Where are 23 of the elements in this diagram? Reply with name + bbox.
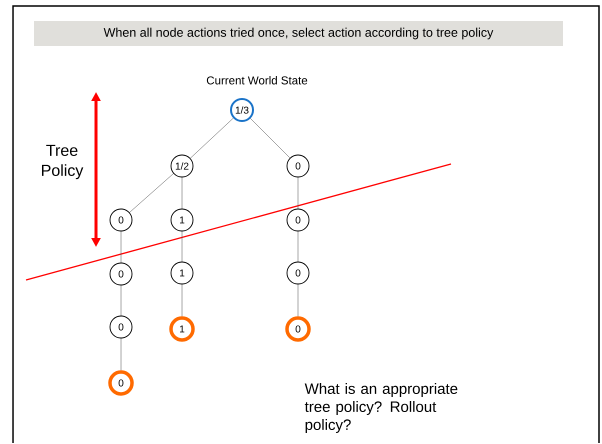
question-text: What is an appropriate tree policy? Rollout policy? [304,383,458,433]
tree-node: 0 [285,316,311,342]
node-caption: Current World State [206,76,308,84]
tree-node: 0 [110,262,132,286]
tree-node: 1 [169,316,195,342]
tree-edge [120,231,122,263]
tree-node: 0 [286,262,310,284]
tree-edge [120,338,122,370]
tree-edge [120,285,122,316]
tree-node: 0 [110,208,132,232]
tree-node: 0 [108,370,134,396]
tree-edge [250,118,290,158]
title-banner: When all node actions tried once, select action according to tree policy [34,21,563,46]
tree-node: 1/3 [230,98,254,122]
tree-node: 0 [110,316,132,338]
tree-node: 1 [170,262,194,284]
tree-edge [190,118,234,158]
tree-edge [129,173,174,213]
tree-node: 0 [286,208,310,232]
tree-node: 1 [170,208,194,232]
tree-node: 0 [286,154,310,178]
tree-node: 1/2 [170,154,194,178]
side-label: Tree Policy [42,144,84,180]
